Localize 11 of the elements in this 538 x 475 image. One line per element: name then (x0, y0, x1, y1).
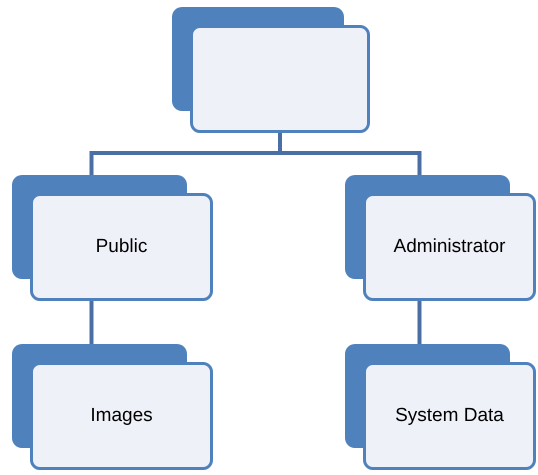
stacked-card (345, 175, 536, 301)
stacked-card (12, 344, 213, 470)
connector-line (418, 301, 422, 344)
stacked-card (12, 175, 213, 301)
node-label: Public (96, 235, 148, 259)
connector-line (90, 301, 94, 344)
node-label: Images (90, 404, 153, 428)
stacked-card (345, 344, 536, 470)
node-label: Administrator (394, 235, 506, 259)
node-label: System Data (395, 404, 504, 428)
stacked-card (172, 7, 370, 133)
